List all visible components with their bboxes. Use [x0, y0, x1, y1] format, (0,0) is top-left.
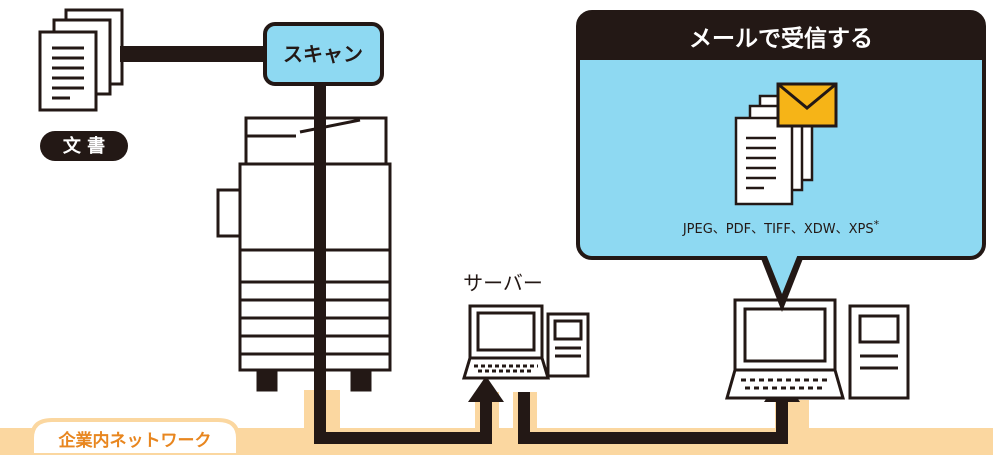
callout-title: メールで受信する — [689, 25, 873, 52]
path-up-client — [776, 392, 788, 444]
server-label: サーバー — [463, 271, 543, 295]
path-down-server — [518, 392, 530, 444]
formats-label: JPEG、PDF、TIFF、XDW、XPS* — [682, 218, 880, 237]
server-computer-icon — [461, 304, 590, 380]
network-label: 企業内ネットワーク — [58, 430, 212, 451]
scan-label: スキャン — [283, 42, 363, 66]
document-stack-icon — [38, 8, 124, 112]
path-to-client — [518, 432, 788, 444]
envelope-icon — [776, 82, 838, 128]
path-up-server — [480, 392, 492, 444]
scan-box — [263, 22, 384, 86]
multifunction-printer-icon — [216, 116, 392, 392]
document-label: 文 書 — [63, 135, 105, 157]
arrow-to-server — [468, 376, 504, 402]
document-badge — [40, 131, 128, 161]
scan-path-line — [314, 84, 326, 444]
document-connector-line — [120, 46, 266, 62]
path-to-server — [314, 432, 492, 444]
client-computer-icon — [725, 298, 910, 400]
